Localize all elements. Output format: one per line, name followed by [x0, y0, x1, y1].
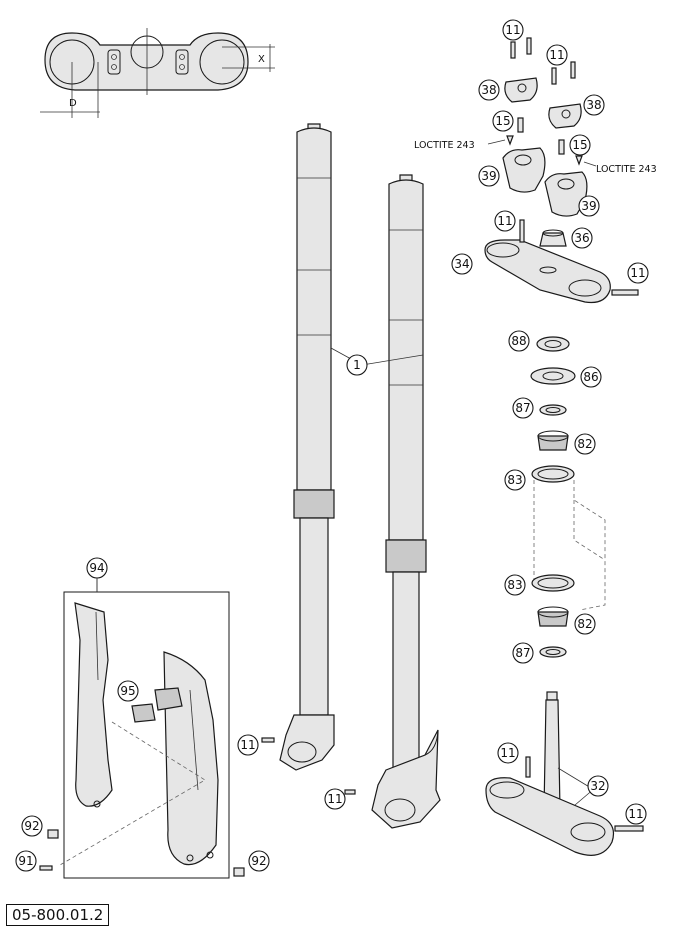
lower-triple-clamp: [485, 691, 644, 856]
callout-label: 11: [549, 48, 564, 62]
callout-label: 82: [577, 617, 592, 631]
callout-label: 34: [454, 257, 469, 271]
callout-label: 39: [581, 199, 596, 213]
callout-label: 92: [251, 854, 266, 868]
callout-label: 11: [497, 214, 512, 228]
callout-83b: 83: [504, 574, 526, 596]
callout-95: 95: [117, 680, 139, 702]
callout-label: 91: [18, 854, 33, 868]
callout-11f: 11: [324, 788, 346, 810]
callout-label: 86: [583, 370, 598, 384]
callout-86: 86: [580, 366, 602, 388]
callout-38b: 38: [583, 94, 605, 116]
callout-38a: 38: [478, 79, 500, 101]
callout-label: 11: [327, 792, 342, 806]
callout-label: 15: [572, 138, 587, 152]
callout-32: 32: [587, 775, 609, 797]
callout-39a: 39: [478, 165, 500, 187]
fork-leg-right: [371, 174, 441, 829]
callout-39b: 39: [578, 195, 600, 217]
callout-label: 39: [481, 169, 496, 183]
callout-87a: 87: [512, 397, 534, 419]
drawing-number: 05-800.01.2: [6, 904, 110, 926]
callout-15b: 15: [569, 134, 591, 156]
callout-1: 1: [346, 354, 368, 376]
callout-11c: 11: [494, 210, 516, 232]
callout-83a: 83: [504, 469, 526, 491]
dimension-x-label: X: [258, 54, 265, 65]
callout-15a: 15: [492, 110, 514, 132]
callout-label: 83: [507, 578, 522, 592]
fork-bore-right: [199, 39, 245, 85]
callout-label: 83: [507, 473, 522, 487]
callout-label: 87: [515, 401, 530, 415]
callout-label: 38: [481, 83, 496, 97]
bearing-stack: [530, 336, 606, 658]
loctite-note-right: LOCTITE 243: [596, 164, 657, 175]
callout-label: 11: [630, 266, 645, 280]
callout-label: 95: [120, 684, 135, 698]
fork-leg-left: [279, 123, 335, 771]
triple-clamp-dimension-view: D X: [40, 28, 275, 118]
callout-label: 11: [240, 738, 255, 752]
callout-11a: 11: [502, 19, 524, 41]
callout-11b: 11: [546, 44, 568, 66]
handlebar-clamps: [487, 37, 597, 217]
callout-82b: 82: [574, 613, 596, 635]
callout-11d: 11: [627, 262, 649, 284]
callout-94: 94: [86, 557, 108, 579]
fork-bottom-bolts: [261, 737, 356, 795]
callout-label: 92: [24, 819, 39, 833]
callout-87b: 87: [512, 642, 534, 664]
callout-label: 36: [574, 231, 589, 245]
callout-34: 34: [451, 253, 473, 275]
callout-88: 88: [508, 330, 530, 352]
callout-label: 94: [89, 561, 104, 575]
callout-label: 38: [586, 98, 601, 112]
callout-11e: 11: [237, 734, 259, 756]
callout-92b: 92: [248, 850, 270, 872]
upper-triple-clamp: [484, 219, 639, 304]
callout-label: 32: [590, 779, 605, 793]
callout-82a: 82: [574, 433, 596, 455]
callout-label: 88: [511, 334, 526, 348]
callout-91: 91: [15, 850, 37, 872]
dimension-d-label: D: [69, 98, 77, 109]
loctite-note-left: LOCTITE 243: [414, 140, 475, 151]
callout-92a: 92: [21, 815, 43, 837]
callout-11h: 11: [625, 803, 647, 825]
callout-label: 15: [495, 114, 510, 128]
callout-label: 1: [353, 358, 361, 372]
callout-36: 36: [571, 227, 593, 249]
fork-guards: [39, 578, 245, 879]
callout-label: 87: [515, 646, 530, 660]
callout-label: 11: [500, 746, 515, 760]
callout-11g: 11: [497, 742, 519, 764]
callout-label: 11: [505, 23, 520, 37]
callout-label: 11: [628, 807, 643, 821]
callout-label: 82: [577, 437, 592, 451]
